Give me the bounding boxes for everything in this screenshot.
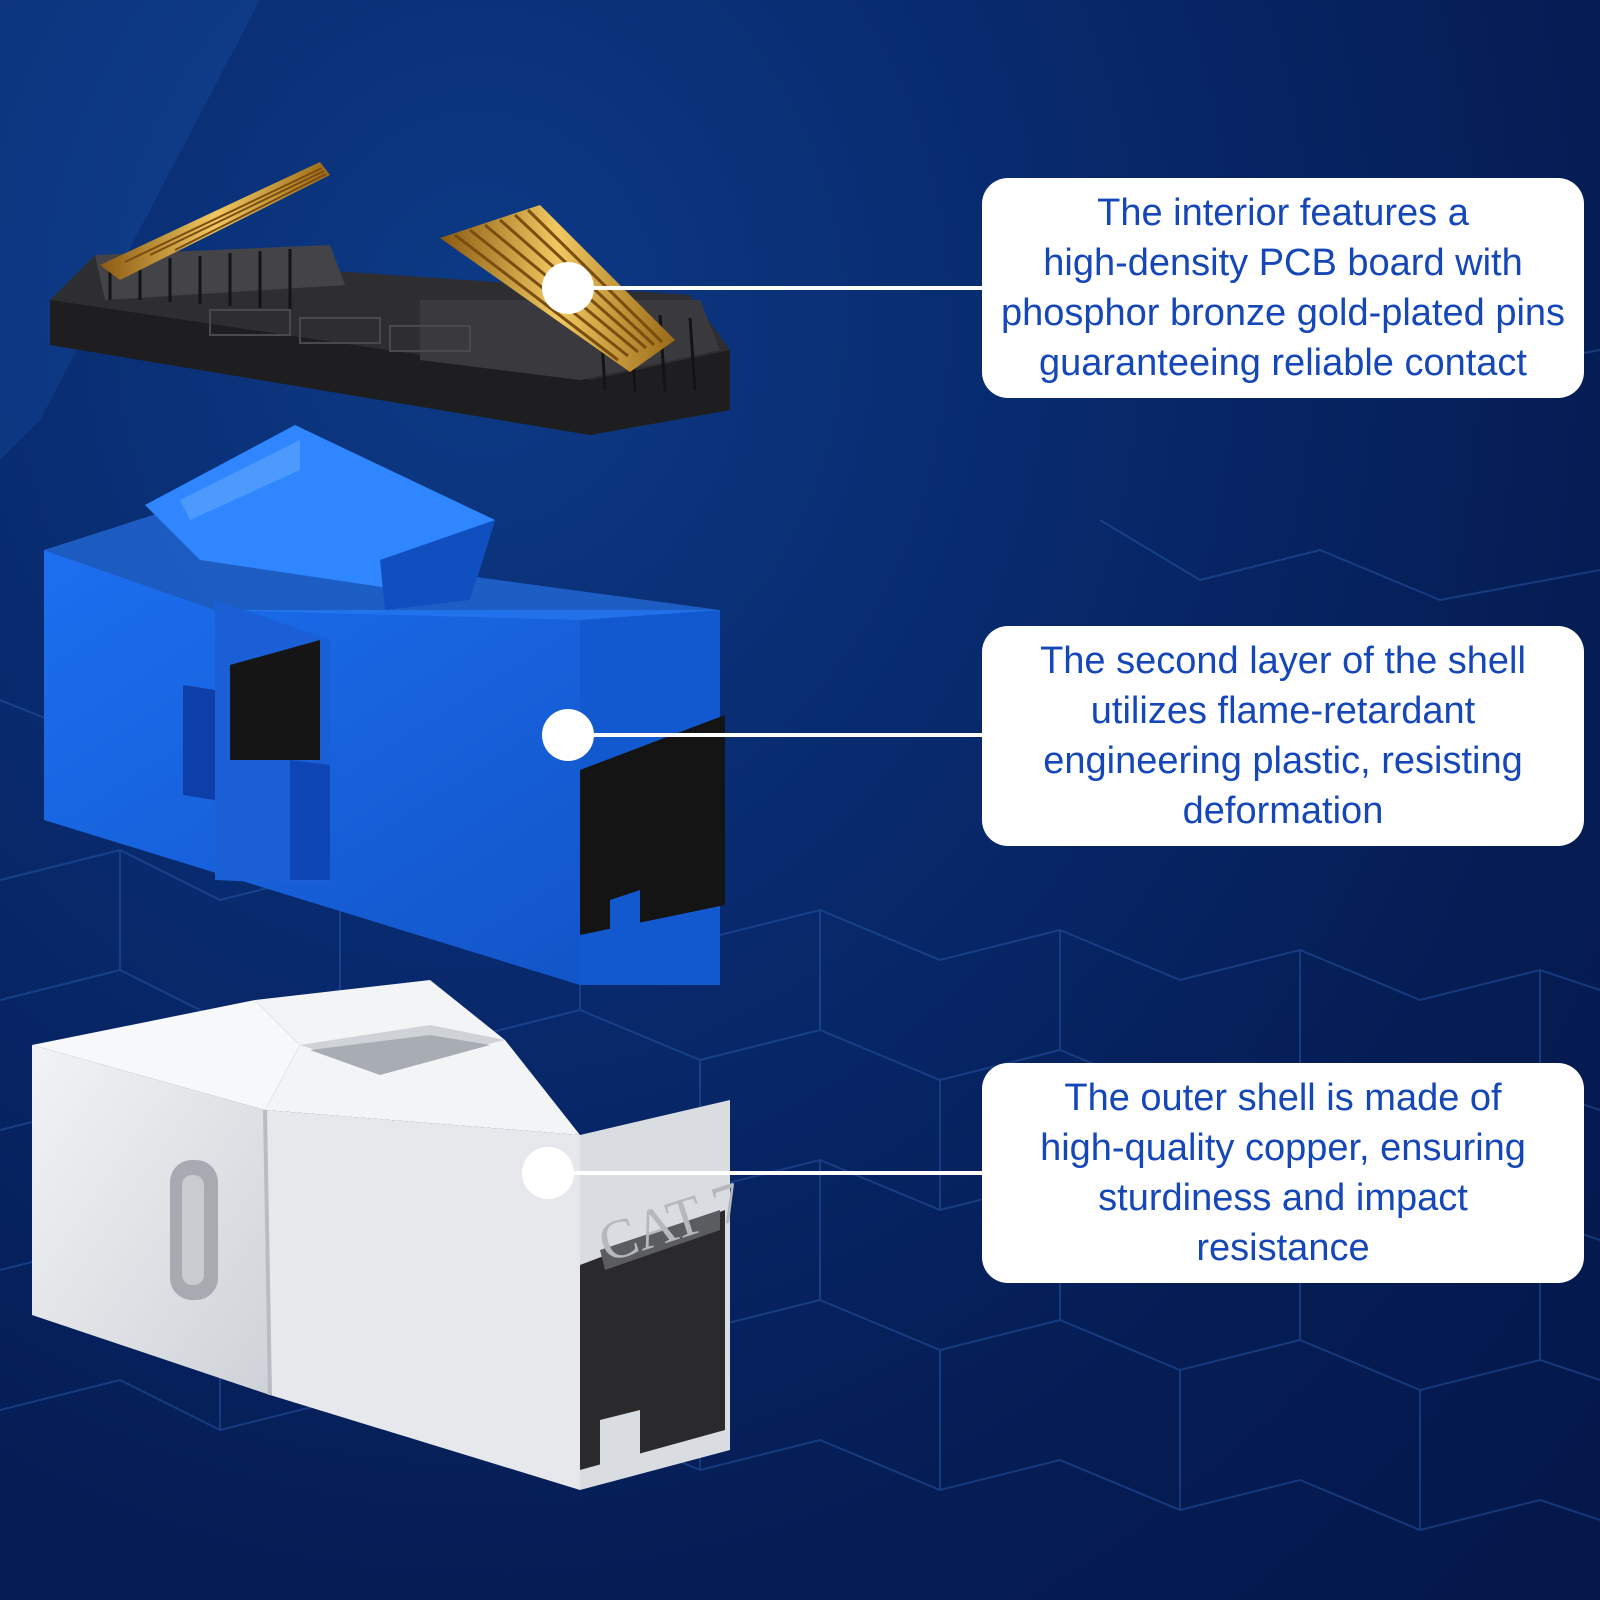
callout-pcb-text: The interior features a high-density PCB… (1000, 192, 1566, 384)
callout-plastic-text: The second layer of the shell utilizes f… (1040, 640, 1526, 832)
callout-pcb: The interior features a high-density PCB… (982, 178, 1584, 398)
marker-dot-pcb (542, 262, 594, 314)
blue-rj45-port (580, 715, 725, 940)
gold-pins-left (100, 162, 330, 280)
silver-rj45-port (580, 1210, 725, 1470)
callout-plastic-shell: The second layer of the shell utilizes f… (982, 626, 1584, 846)
leader-lines (548, 286, 985, 1175)
marker-dot-plastic (542, 709, 594, 761)
callout-copper-shell: The outer shell is made of high-quality … (982, 1063, 1584, 1283)
marker-dot-copper (522, 1147, 574, 1199)
callout-copper-text: The outer shell is made of high-quality … (1040, 1077, 1526, 1269)
